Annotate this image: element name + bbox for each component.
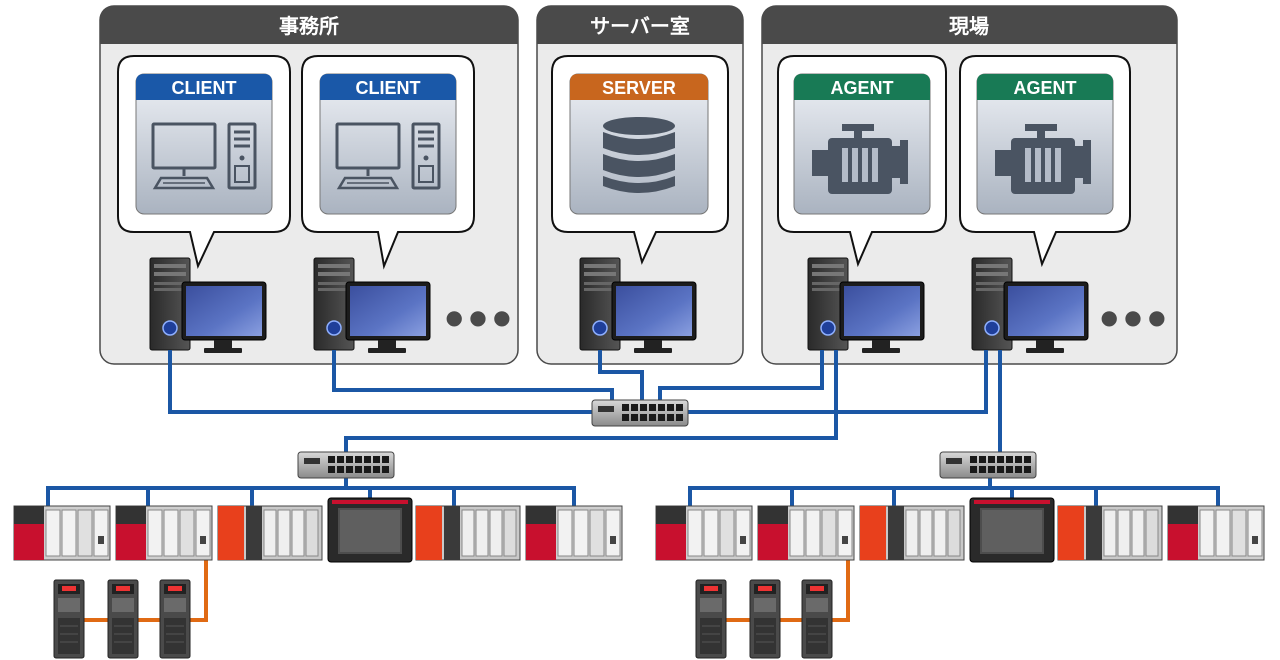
plc-unit bbox=[525, 505, 623, 561]
zone-title-site: 現場 bbox=[949, 14, 989, 38]
agent-badge-label: AGENT bbox=[1014, 78, 1077, 98]
serial-lines bbox=[84, 560, 850, 622]
inverter-drive bbox=[53, 579, 85, 659]
hmi-panel bbox=[969, 497, 1055, 563]
hmi-panel bbox=[327, 497, 413, 563]
client-badge-label: CLIENT bbox=[356, 78, 421, 98]
client-bubble: CLIENT bbox=[117, 55, 291, 270]
zone-title-server-room: サーバー室 bbox=[590, 14, 690, 38]
plc-unit bbox=[655, 505, 753, 561]
inverter-drive bbox=[695, 579, 727, 659]
server-bubble: SERVER bbox=[551, 55, 729, 265]
client-badge-label: CLIENT bbox=[172, 78, 237, 98]
left-network-switch bbox=[297, 451, 395, 479]
zone-title-office: 事務所 bbox=[279, 14, 339, 38]
plc-unit bbox=[13, 505, 111, 561]
plc-unit bbox=[115, 505, 213, 561]
plc-unit bbox=[1057, 505, 1163, 561]
plc-unit bbox=[217, 505, 323, 561]
plc-unit bbox=[1167, 505, 1265, 561]
inverter-drive bbox=[159, 579, 191, 659]
plc-unit bbox=[415, 505, 521, 561]
right-network-switch bbox=[939, 451, 1037, 479]
agent-bubble: AGENT bbox=[959, 55, 1131, 268]
plc-unit bbox=[859, 505, 965, 561]
agent-bubble: AGENT bbox=[777, 55, 947, 268]
core-network-switch bbox=[591, 399, 689, 427]
inverter-drive bbox=[801, 579, 833, 659]
inverter-drive bbox=[107, 579, 139, 659]
more-agents-ellipsis: ● ● ● bbox=[1100, 305, 1165, 329]
more-clients-ellipsis: ● ● ● bbox=[445, 305, 510, 329]
server-badge-label: SERVER bbox=[602, 78, 676, 98]
network-lines bbox=[46, 350, 1220, 506]
agent-badge-label: AGENT bbox=[831, 78, 894, 98]
inverter-drive bbox=[749, 579, 781, 659]
client-bubble: CLIENT bbox=[301, 55, 475, 270]
plc-unit bbox=[757, 505, 855, 561]
